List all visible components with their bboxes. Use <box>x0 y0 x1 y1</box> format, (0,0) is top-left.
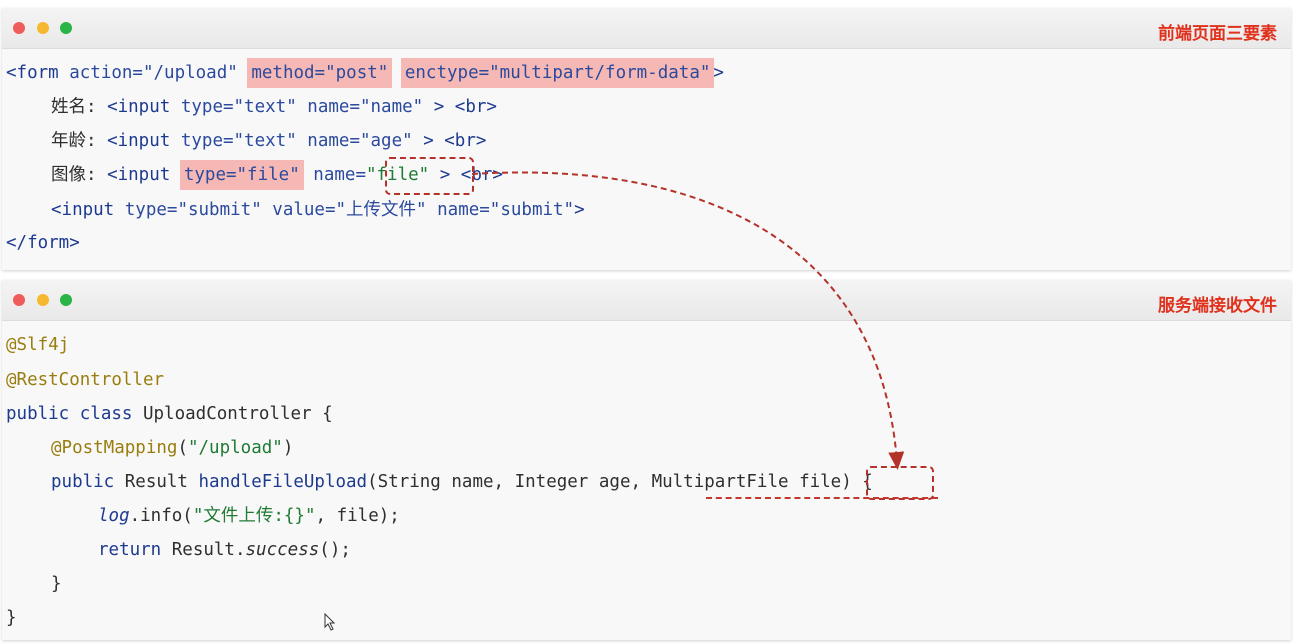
log-line: log.info("文件上传:{}", file); <box>98 506 400 526</box>
form-close-line: </form> <box>6 233 80 253</box>
panel-title: 服务端接收文件 <box>1158 296 1277 316</box>
file-input-line: 图像: <input type="file" name="file" > <br… <box>51 160 503 190</box>
multipartfile-underline <box>706 497 938 499</box>
type-file-highlight: type="file" <box>179 160 304 190</box>
method-highlight: method="post" <box>247 58 393 88</box>
submit-input-line: <input type="submit" value="上传文件" name="… <box>51 200 585 220</box>
minimize-dot-icon[interactable] <box>37 22 49 34</box>
zoom-dot-icon[interactable] <box>60 22 72 34</box>
file-name-value: "file" <box>365 165 430 185</box>
backend-code-window: 服务端接收文件 <box>2 280 1291 640</box>
file-param: file <box>799 472 842 492</box>
zoom-dot-icon[interactable] <box>60 294 72 306</box>
close-dot-icon[interactable] <box>13 294 25 306</box>
class-declaration: public class UploadController { <box>6 404 333 424</box>
close-dot-icon[interactable] <box>13 22 25 34</box>
file-name-dashed-box <box>385 157 474 195</box>
file-param-dashed-box <box>866 466 934 500</box>
name-input-line: 姓名: <input type="text" name="name" > <br… <box>51 97 497 117</box>
return-line: return Result.success(); <box>98 540 351 560</box>
mouse-cursor-icon <box>324 613 336 631</box>
method-close-brace: } <box>51 574 62 594</box>
window-titlebar: 前端页面三要素 <box>2 8 1291 49</box>
postmapping-line: @PostMapping("/upload") <box>51 438 294 458</box>
panel-title: 前端页面三要素 <box>1158 24 1277 44</box>
form-open-line: <form action="/upload" method="post" enc… <box>6 58 724 88</box>
restcontroller-annotation: @RestController <box>6 370 165 390</box>
slf4j-annotation: @Slf4j <box>6 335 70 355</box>
age-input-line: 年龄: <input type="text" name="age" > <br> <box>51 131 487 151</box>
window-titlebar: 服务端接收文件 <box>2 280 1291 321</box>
enctype-highlight: enctype="multipart/form-data" <box>400 58 715 88</box>
method-signature-line: public Result handleFileUpload(String na… <box>51 472 873 492</box>
class-close-brace: } <box>6 608 17 628</box>
minimize-dot-icon[interactable] <box>37 294 49 306</box>
